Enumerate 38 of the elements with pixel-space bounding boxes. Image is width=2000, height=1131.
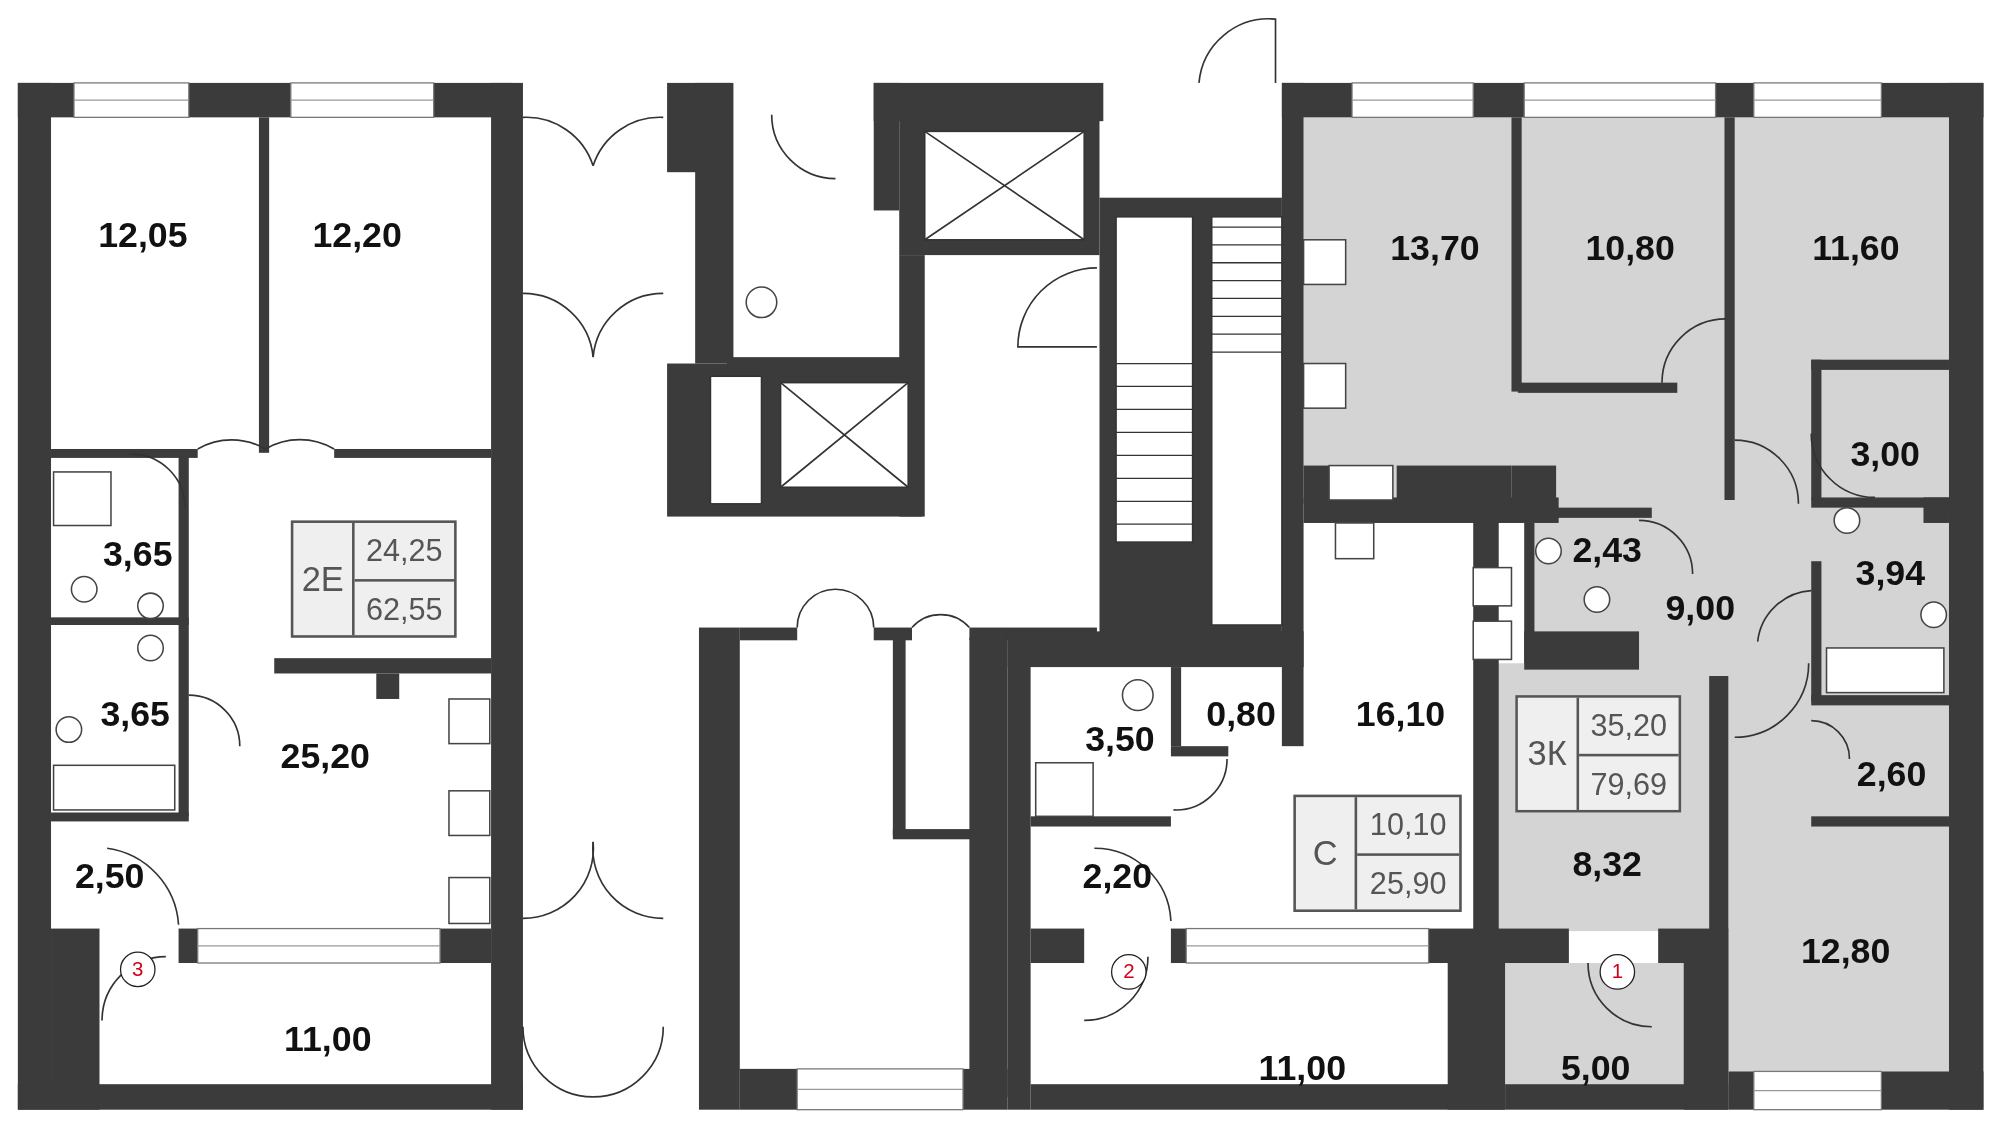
apartment-type-label: С — [1312, 836, 1338, 871]
total-area-value: 79,69 — [1590, 769, 1668, 800]
living-area-value: 24,25 — [366, 535, 443, 567]
room-area-label: 5,00 — [1560, 1051, 1631, 1087]
apartment-number-circle: 2 — [1110, 954, 1147, 990]
apartment-type-label: 3К — [1527, 736, 1567, 772]
room-area-label: 25,20 — [280, 738, 370, 775]
living-area-value: 35,20 — [1590, 710, 1668, 742]
room-area-label: 12,20 — [312, 218, 402, 254]
room-area-label: 9,00 — [1665, 590, 1735, 627]
room-area-label: 12,05 — [98, 218, 188, 254]
room-area-label: 8,32 — [1572, 846, 1642, 883]
room-area-label: 10,80 — [1585, 230, 1675, 267]
apartment-info-box — [290, 520, 457, 638]
room-area-label: 0,80 — [1206, 696, 1276, 733]
room-area-label: 12,80 — [1800, 933, 1891, 970]
room-area-label: 3,65 — [100, 696, 170, 733]
apartment-number-circle: 3 — [119, 951, 156, 988]
room-area-label: 11,60 — [1812, 230, 1900, 267]
total-area-value: 62,55 — [366, 594, 443, 625]
apartment-number-circle: 1 — [1599, 954, 1636, 990]
total-area-value: 25,90 — [1369, 868, 1447, 900]
living-area-value: 10,10 — [1369, 809, 1447, 841]
room-area-label: 3,65 — [103, 537, 173, 573]
apartment-info-box — [1515, 695, 1682, 813]
room-area-label: 16,10 — [1355, 696, 1446, 733]
room-area-label: 3,50 — [1085, 721, 1155, 758]
room-area-label: 13,70 — [1390, 230, 1480, 267]
room-area-label: 11,00 — [1258, 1051, 1346, 1087]
room-area-label: 2,43 — [1572, 533, 1642, 569]
room-area-label: 2,20 — [1082, 858, 1153, 895]
apartment-type-label: 2Е — [301, 561, 344, 597]
room-area-label: 11,00 — [284, 1021, 372, 1058]
room-area-label: 3,00 — [1850, 436, 1920, 472]
apartment-info-box — [1293, 794, 1462, 912]
room-area-label: 2,60 — [1856, 756, 1927, 793]
room-area-label: 2,50 — [74, 858, 145, 895]
room-area-label: 3,94 — [1855, 556, 1926, 592]
